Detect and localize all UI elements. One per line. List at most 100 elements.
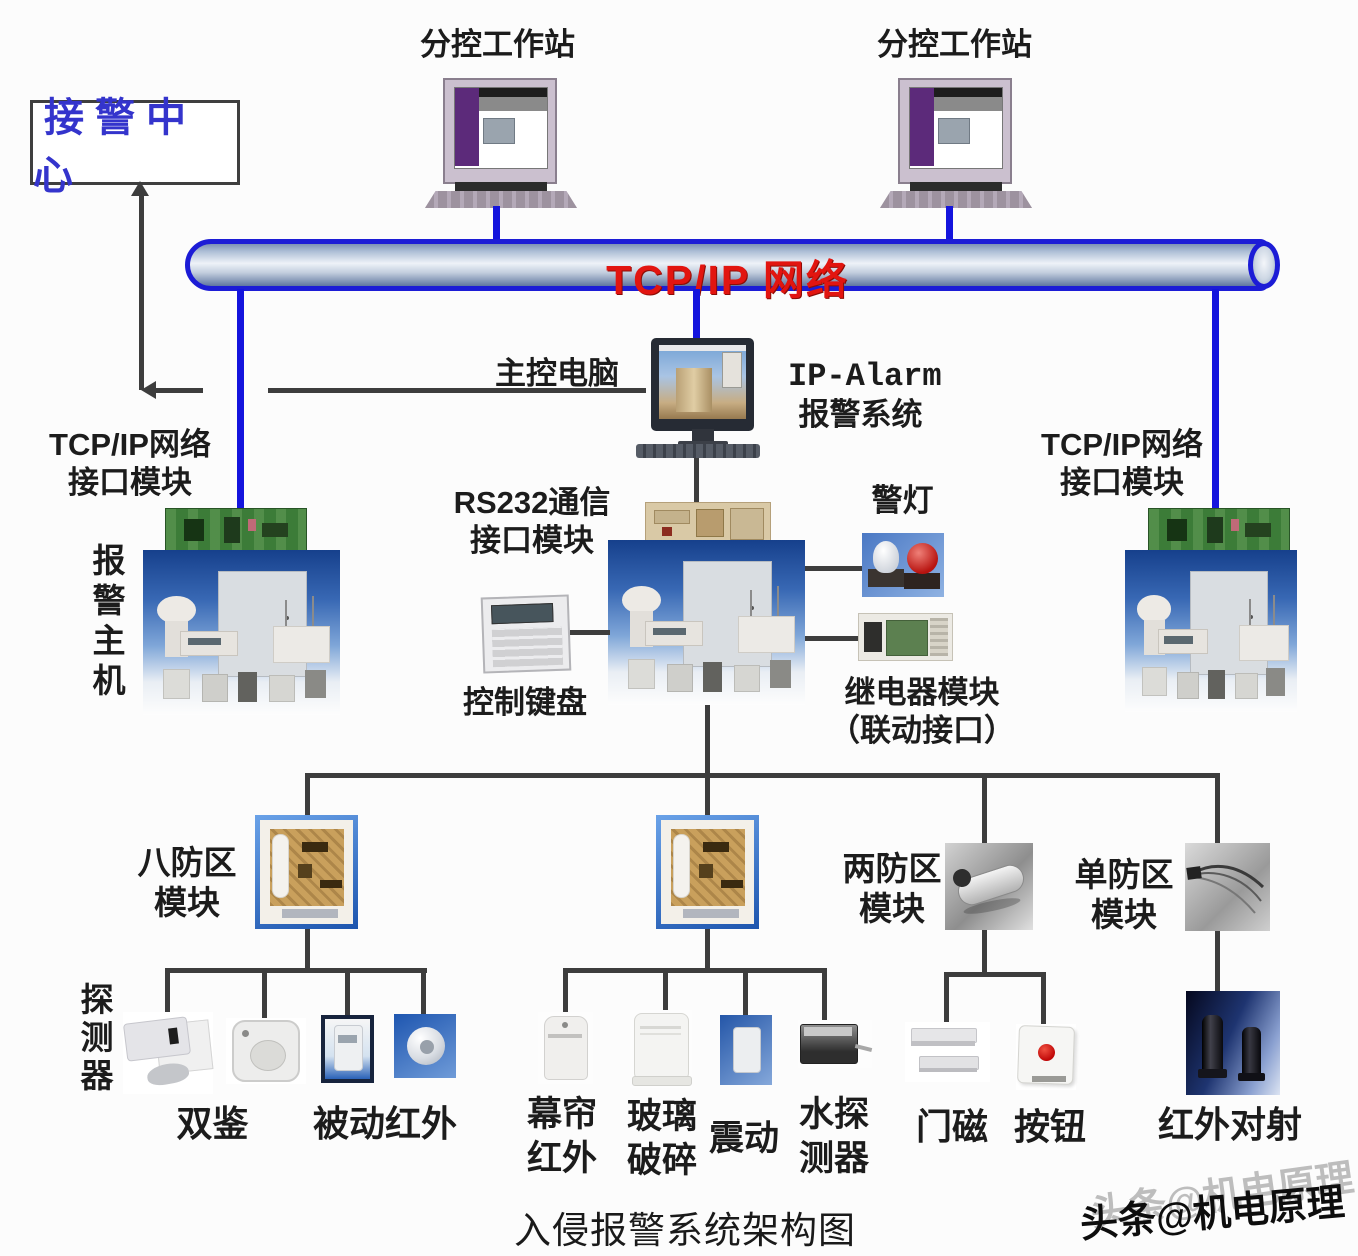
keypad-lcd xyxy=(1164,636,1194,644)
detector-slot xyxy=(168,1027,179,1045)
screen-titlebar xyxy=(479,88,547,97)
host-box xyxy=(769,660,792,689)
host-box xyxy=(667,663,693,693)
alarm-host-vertical-label: 报警主机 xyxy=(88,543,125,703)
detector-base xyxy=(632,1076,692,1086)
alarm-center-box: 接警中心 xyxy=(30,95,240,198)
monitor-screen xyxy=(909,87,1003,169)
ir-beam-detector-image xyxy=(1186,991,1280,1095)
detector-window xyxy=(338,1035,357,1043)
left-interface-board-image xyxy=(165,508,307,554)
water-label-line2: 测器 xyxy=(798,1139,869,1178)
button-text-bar xyxy=(1032,1076,1066,1082)
detector-top xyxy=(804,1027,852,1036)
detector-body xyxy=(334,1025,363,1071)
link-left-interface xyxy=(237,289,244,510)
host-panel xyxy=(273,625,331,663)
drop-button xyxy=(1041,975,1046,1024)
tcpip-network-pipe xyxy=(185,239,1270,291)
vibration-detector-image xyxy=(720,1015,772,1085)
relay-label-line1: 继电器模块 xyxy=(844,675,1000,710)
detector-line xyxy=(640,1026,681,1029)
detector-led xyxy=(242,1030,249,1037)
button-label: 按钮 xyxy=(1013,1106,1086,1147)
monitor-base xyxy=(910,182,1002,191)
beam-base xyxy=(1238,1073,1265,1081)
button-red-dot xyxy=(1038,1044,1055,1061)
monitor-base xyxy=(455,182,547,191)
antenna xyxy=(749,589,752,616)
siren-base xyxy=(868,569,904,587)
relay-module-image xyxy=(858,613,953,661)
link-pc-rs232 xyxy=(694,458,699,504)
door-magnet-label: 门磁 xyxy=(915,1106,988,1147)
beam-base xyxy=(1198,1069,1227,1078)
control-keypad-image xyxy=(480,594,572,674)
board-led xyxy=(248,519,256,531)
drop-vibration xyxy=(743,971,748,1016)
link-right-interface xyxy=(1212,289,1219,510)
module-chip xyxy=(721,880,743,888)
board-chip xyxy=(224,517,240,543)
host-bus-drop xyxy=(705,705,710,775)
ip-alarm-label-line2: 报警系统 xyxy=(798,397,923,432)
rs232-label-line1: RS232通信 xyxy=(453,485,611,520)
antenna xyxy=(284,599,287,626)
dome-detector xyxy=(1137,595,1172,623)
drop-curtain xyxy=(563,971,568,1013)
dual-tech-detector-image xyxy=(122,1012,214,1094)
board-chip xyxy=(1167,519,1187,541)
detector-line xyxy=(640,1033,681,1035)
screen-titlebar xyxy=(934,88,1002,97)
module-chip xyxy=(699,864,713,878)
zone2-label-line2: 模块 xyxy=(859,890,925,927)
board-chip xyxy=(184,519,204,541)
beam-cylinder xyxy=(1202,1015,1223,1073)
arrow-to-alarm-center xyxy=(131,181,149,196)
right-tcpip-label-line2: 接口模块 xyxy=(1060,465,1184,500)
left-tcpip-label-line1: TCP/IP网络 xyxy=(49,427,211,462)
alarm-light-image xyxy=(862,533,944,597)
ball-detector-image xyxy=(394,1014,456,1078)
screen-window xyxy=(722,352,742,388)
relay-board xyxy=(886,620,928,656)
report-line-segment-a xyxy=(155,388,203,393)
center-zone-module-image xyxy=(656,815,759,929)
drop-dual xyxy=(165,971,170,1013)
drop-water xyxy=(822,971,827,1021)
zone1-down-line xyxy=(1215,931,1220,993)
host-box xyxy=(1207,669,1225,700)
screen-photo xyxy=(483,118,515,144)
bus-drop-zone8 xyxy=(305,776,310,817)
board-chip xyxy=(1207,517,1223,543)
link-keypad-host xyxy=(570,630,610,635)
passive-ir-detector-image xyxy=(321,1015,374,1083)
relay-label-line2: （联动接口） xyxy=(829,713,1015,748)
detector-body xyxy=(733,1027,761,1073)
module-chip xyxy=(320,880,342,888)
keyboard xyxy=(880,191,1032,208)
detector-led xyxy=(562,1022,568,1028)
white-siren xyxy=(873,541,899,573)
ceiling-dome-detector-image xyxy=(226,1018,306,1084)
vibration-label: 震动 xyxy=(708,1119,779,1158)
link-workstation-right xyxy=(946,206,953,241)
ir-beam-label: 红外对射 xyxy=(1157,1104,1302,1145)
workstation-left-label: 分控工作站 xyxy=(420,27,575,62)
board-component xyxy=(662,527,672,536)
alarm-center-label: 接警中心 xyxy=(33,94,197,198)
link-host-alarm-light xyxy=(805,566,862,571)
magnet-shadow xyxy=(919,1068,977,1072)
siren-base xyxy=(904,573,940,589)
water-detector-image xyxy=(798,1020,873,1068)
zone2-branch-bus xyxy=(944,972,1046,977)
beam-cylinder xyxy=(1242,1027,1261,1077)
dome-detector xyxy=(621,586,662,615)
host-box xyxy=(734,665,760,693)
antenna xyxy=(312,596,315,626)
zone1-label-line1: 单防区 xyxy=(1074,856,1174,893)
host-keypad xyxy=(645,620,703,646)
center-down-line xyxy=(705,929,710,971)
left-alarm-host-image xyxy=(143,550,340,715)
